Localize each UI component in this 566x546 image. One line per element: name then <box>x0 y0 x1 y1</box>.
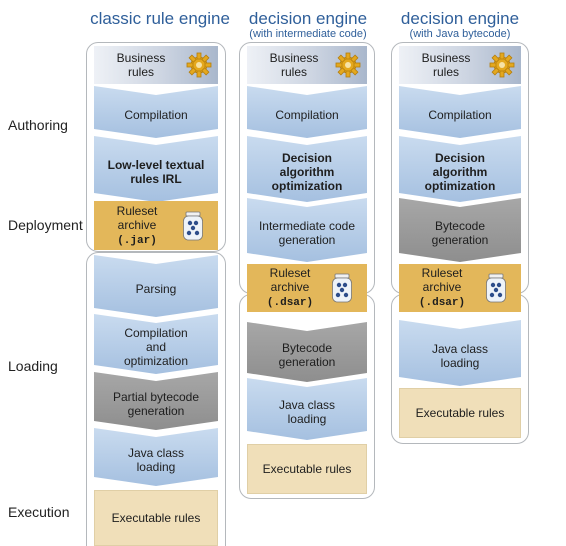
column-title-text: classic rule engine <box>90 9 230 28</box>
col1-parsing-step: Parsing <box>94 255 218 317</box>
col1-compilation-optimization-step: Compilation and optimization <box>94 314 218 374</box>
col1-loading-group <box>86 252 226 546</box>
phase-execution: Execution <box>8 504 70 520</box>
col2-decision-algorithm-step: Decision algorithm optimization <box>247 136 367 202</box>
col1-authoring-group <box>86 42 226 252</box>
gear-icon <box>186 52 212 78</box>
col1-business-rules: Business rules <box>94 46 218 84</box>
col2-business-rules: Business rules <box>247 46 367 84</box>
column-title-bytecode: decision engine (with Java bytecode) <box>392 9 528 41</box>
col3-ruleset-archive: Ruleset archive (.dsar) <box>399 264 521 312</box>
col1-executable-rules: Executable rules <box>94 490 218 546</box>
archive-jar-icon <box>332 273 352 303</box>
phase-authoring: Authoring <box>8 117 68 133</box>
col3-decision-algorithm-step: Decision algorithm optimization <box>399 136 521 202</box>
column-title-text: decision engine <box>248 9 368 28</box>
col2-java-class-loading-step: Java class loading <box>247 378 367 440</box>
archive-jar-icon <box>183 211 203 240</box>
gear-icon <box>489 52 515 78</box>
col1-partial-bytecode-step: Partial bytecode generation <box>94 372 218 430</box>
col2-ruleset-archive: Ruleset archive (.dsar) <box>247 264 367 312</box>
col1-low-level-rules-step: Low-level textual rules IRL <box>94 136 218 202</box>
col3-business-rules: Business rules <box>399 46 521 84</box>
col2-executable-rules: Executable rules <box>247 444 367 494</box>
archive-label: Ruleset archive (.jar) <box>116 203 158 247</box>
phase-loading: Loading <box>8 358 58 374</box>
col1-java-class-loading-step: Java class loading <box>94 428 218 486</box>
column-subtitle: (with intermediate code) <box>249 28 367 40</box>
phase-deployment: Deployment <box>8 217 83 233</box>
col1-ruleset-archive: Ruleset archive (.jar) <box>94 201 218 250</box>
col2-intermediate-code-step: Intermediate code generation <box>247 198 367 262</box>
archive-jar-icon <box>486 273 506 303</box>
archive-label: Ruleset archive (.dsar) <box>418 266 466 309</box>
col3-bytecode-generation-step: Bytecode generation <box>399 198 521 262</box>
column-title-classic: classic rule engine <box>80 10 240 28</box>
col2-bytecode-generation-step: Bytecode generation <box>247 322 367 382</box>
column-title-intermediate: decision engine (with intermediate code) <box>238 9 378 41</box>
gear-icon <box>335 52 361 78</box>
column-subtitle: (with Java bytecode) <box>409 28 511 40</box>
archive-label: Ruleset archive (.dsar) <box>266 266 314 309</box>
col3-executable-rules: Executable rules <box>399 388 521 438</box>
column-title-text: decision engine <box>400 9 520 28</box>
col3-java-class-loading-step: Java class loading <box>399 320 521 386</box>
